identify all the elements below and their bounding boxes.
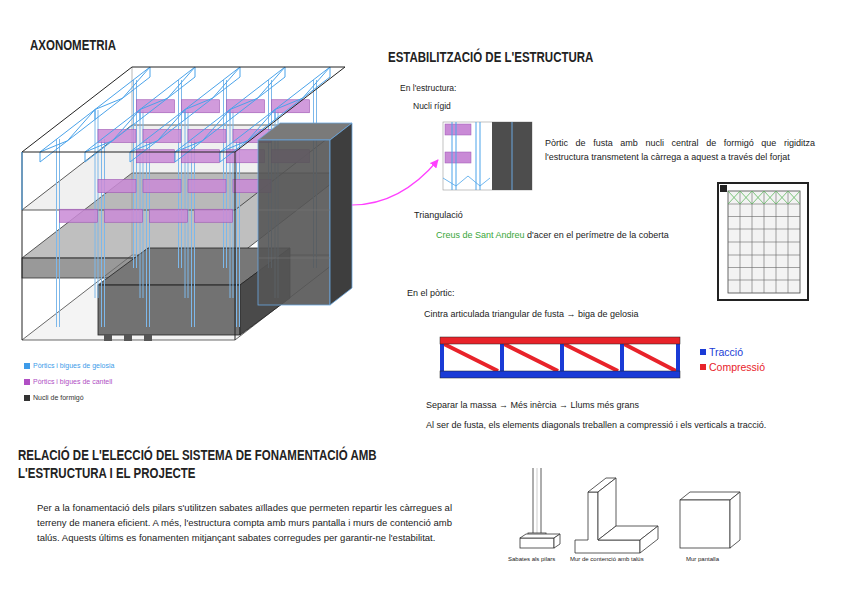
- note-text: En l'estructura:: [400, 83, 456, 94]
- legend-text: Nucli de formigó: [33, 394, 84, 401]
- heading-text: RELACIÓ DE L'ELECCIÓ DEL SISTEMA DE FONA…: [18, 446, 395, 482]
- legend-entry: Compressió: [700, 361, 765, 373]
- note-text: Al ser de fusta, els elements diagonals …: [426, 419, 816, 432]
- note-text: En el pòrtic:: [407, 288, 455, 299]
- note-text: Creus de Sant Andreu: [436, 230, 525, 240]
- note-text: Mur pantalla: [686, 556, 719, 564]
- note-text: Pòrtic de fusta amb nucli central de for…: [545, 136, 815, 164]
- truss-diagram: [440, 337, 680, 378]
- legend-text: Compressió: [709, 361, 765, 373]
- heading-text: AXONOMETRIA: [30, 37, 116, 55]
- legend-swatch: [700, 349, 706, 355]
- note-text: Separar la massa → Més inèrcia → Llums m…: [426, 400, 639, 411]
- note-text: Sabates als pilars: [508, 556, 555, 564]
- note-text: Cintra articulada triangular de fusta → …: [424, 309, 639, 320]
- note-text: d'acer en el perímetre de la coberta: [527, 230, 669, 240]
- note-text: Triangulació: [414, 210, 463, 221]
- legend-entry: Nucli de formigó: [24, 394, 84, 401]
- axonometry: [22, 67, 438, 341]
- legend-text: Pòrtics i bigues de cantell: [33, 378, 112, 385]
- legend-swatch: [24, 363, 30, 369]
- legend-entry: Tracció: [700, 346, 743, 358]
- core-detail: [443, 122, 532, 190]
- legend-entry: Pòrtics i bigues de gelosia: [24, 362, 114, 369]
- roof-plan: [718, 183, 808, 300]
- foundation-sketches: [520, 468, 740, 553]
- legend-swatch: [24, 379, 30, 385]
- legend-swatch: [700, 364, 706, 370]
- text-line: Creus de Sant Andreud'acer en el perímet…: [436, 228, 691, 242]
- legend-swatch: [24, 395, 30, 401]
- legend-entry: Pòrtics i bigues de cantell: [24, 378, 112, 385]
- note-text: Per a la fonamentació dels pilars s'util…: [37, 500, 452, 545]
- legend-text: Tracció: [709, 346, 743, 358]
- heading-text: ESTABILITZACIÓ DE L'ESTRUCTURA: [388, 49, 593, 67]
- legend-text: Pòrtics i bigues de gelosia: [33, 362, 114, 369]
- note-text: Nucli rígid: [413, 101, 451, 112]
- note-text: Mur de contenció amb talús: [570, 556, 644, 564]
